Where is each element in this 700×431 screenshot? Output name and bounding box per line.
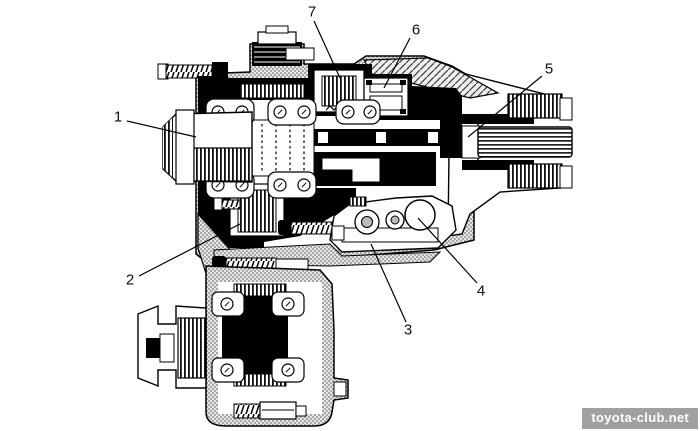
drive-sprocket-top	[233, 283, 287, 297]
tail-rib-top	[507, 93, 563, 119]
rear-output-shaft-spline	[477, 126, 573, 158]
callout-3-label: 3	[403, 321, 413, 339]
shift-actuator	[329, 195, 457, 253]
leader-line-7	[313, 20, 341, 79]
upper-clutch-fins	[239, 83, 305, 99]
small-bolt	[285, 47, 315, 61]
detent-spring	[213, 197, 241, 211]
planetary-gear-section	[251, 119, 315, 177]
leader-line-5	[467, 75, 543, 138]
front-output-flange	[137, 304, 207, 389]
leader-line-4	[417, 217, 478, 284]
callout-5-label: 5	[544, 60, 554, 78]
leader-line-6	[383, 37, 411, 89]
left-case-bolt	[157, 62, 228, 81]
leader-line-2	[138, 223, 241, 277]
callout-leader-lines	[126, 20, 543, 323]
leader-line-1	[126, 120, 197, 138]
actuator-cam-circle	[404, 199, 436, 231]
leader-line-3	[370, 243, 407, 323]
watermark-badge: toyota-club.net	[582, 408, 698, 429]
tail-housing	[447, 69, 573, 237]
tail-rib-bottom	[507, 163, 563, 189]
callout-6-label: 6	[411, 21, 421, 39]
callout-4-label: 4	[476, 282, 486, 300]
front-output-case	[205, 265, 349, 427]
input-shaft	[162, 109, 253, 185]
callout-1-label: 1	[113, 108, 123, 126]
callout-2-label: 2	[125, 271, 135, 289]
callout-7-label: 7	[307, 3, 317, 21]
bottom-case-bolt	[233, 401, 307, 420]
